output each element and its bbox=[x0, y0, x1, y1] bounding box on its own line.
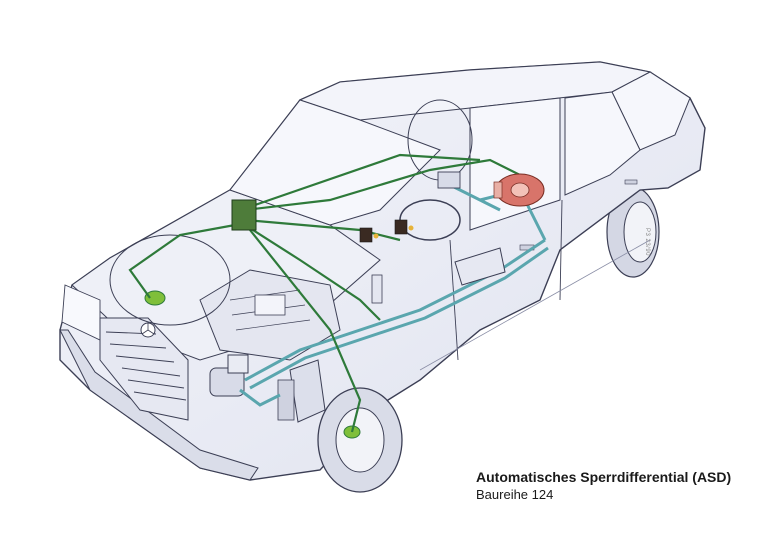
brake-switch bbox=[371, 274, 383, 304]
pressure-reservoir bbox=[277, 359, 326, 423]
rear-differential bbox=[493, 173, 545, 207]
hydraulic-unit bbox=[209, 354, 249, 397]
caption-subtitle: Baureihe 124 bbox=[476, 487, 554, 502]
dashboard-indicators bbox=[359, 219, 414, 243]
engine bbox=[199, 269, 341, 361]
wheel-speed-sensor-front-left bbox=[144, 290, 166, 306]
front-left-wheel-outline bbox=[109, 234, 231, 326]
control-unit bbox=[231, 199, 257, 231]
electric-lines bbox=[128, 153, 521, 433]
rear-actuator bbox=[437, 171, 461, 189]
caption-title: Automatisches Sperrdifferential (ASD) bbox=[476, 469, 732, 485]
side-mirror bbox=[454, 247, 506, 286]
front-right-wheel bbox=[317, 387, 403, 493]
diagram-caption: Automatisches Sperrdifferential (ASD) Ba… bbox=[476, 468, 731, 504]
front-grille bbox=[99, 317, 189, 421]
rear-wheel bbox=[606, 186, 660, 278]
mercedes-star-icon bbox=[140, 322, 156, 338]
photo-code: P3 23/90 bbox=[644, 228, 650, 257]
